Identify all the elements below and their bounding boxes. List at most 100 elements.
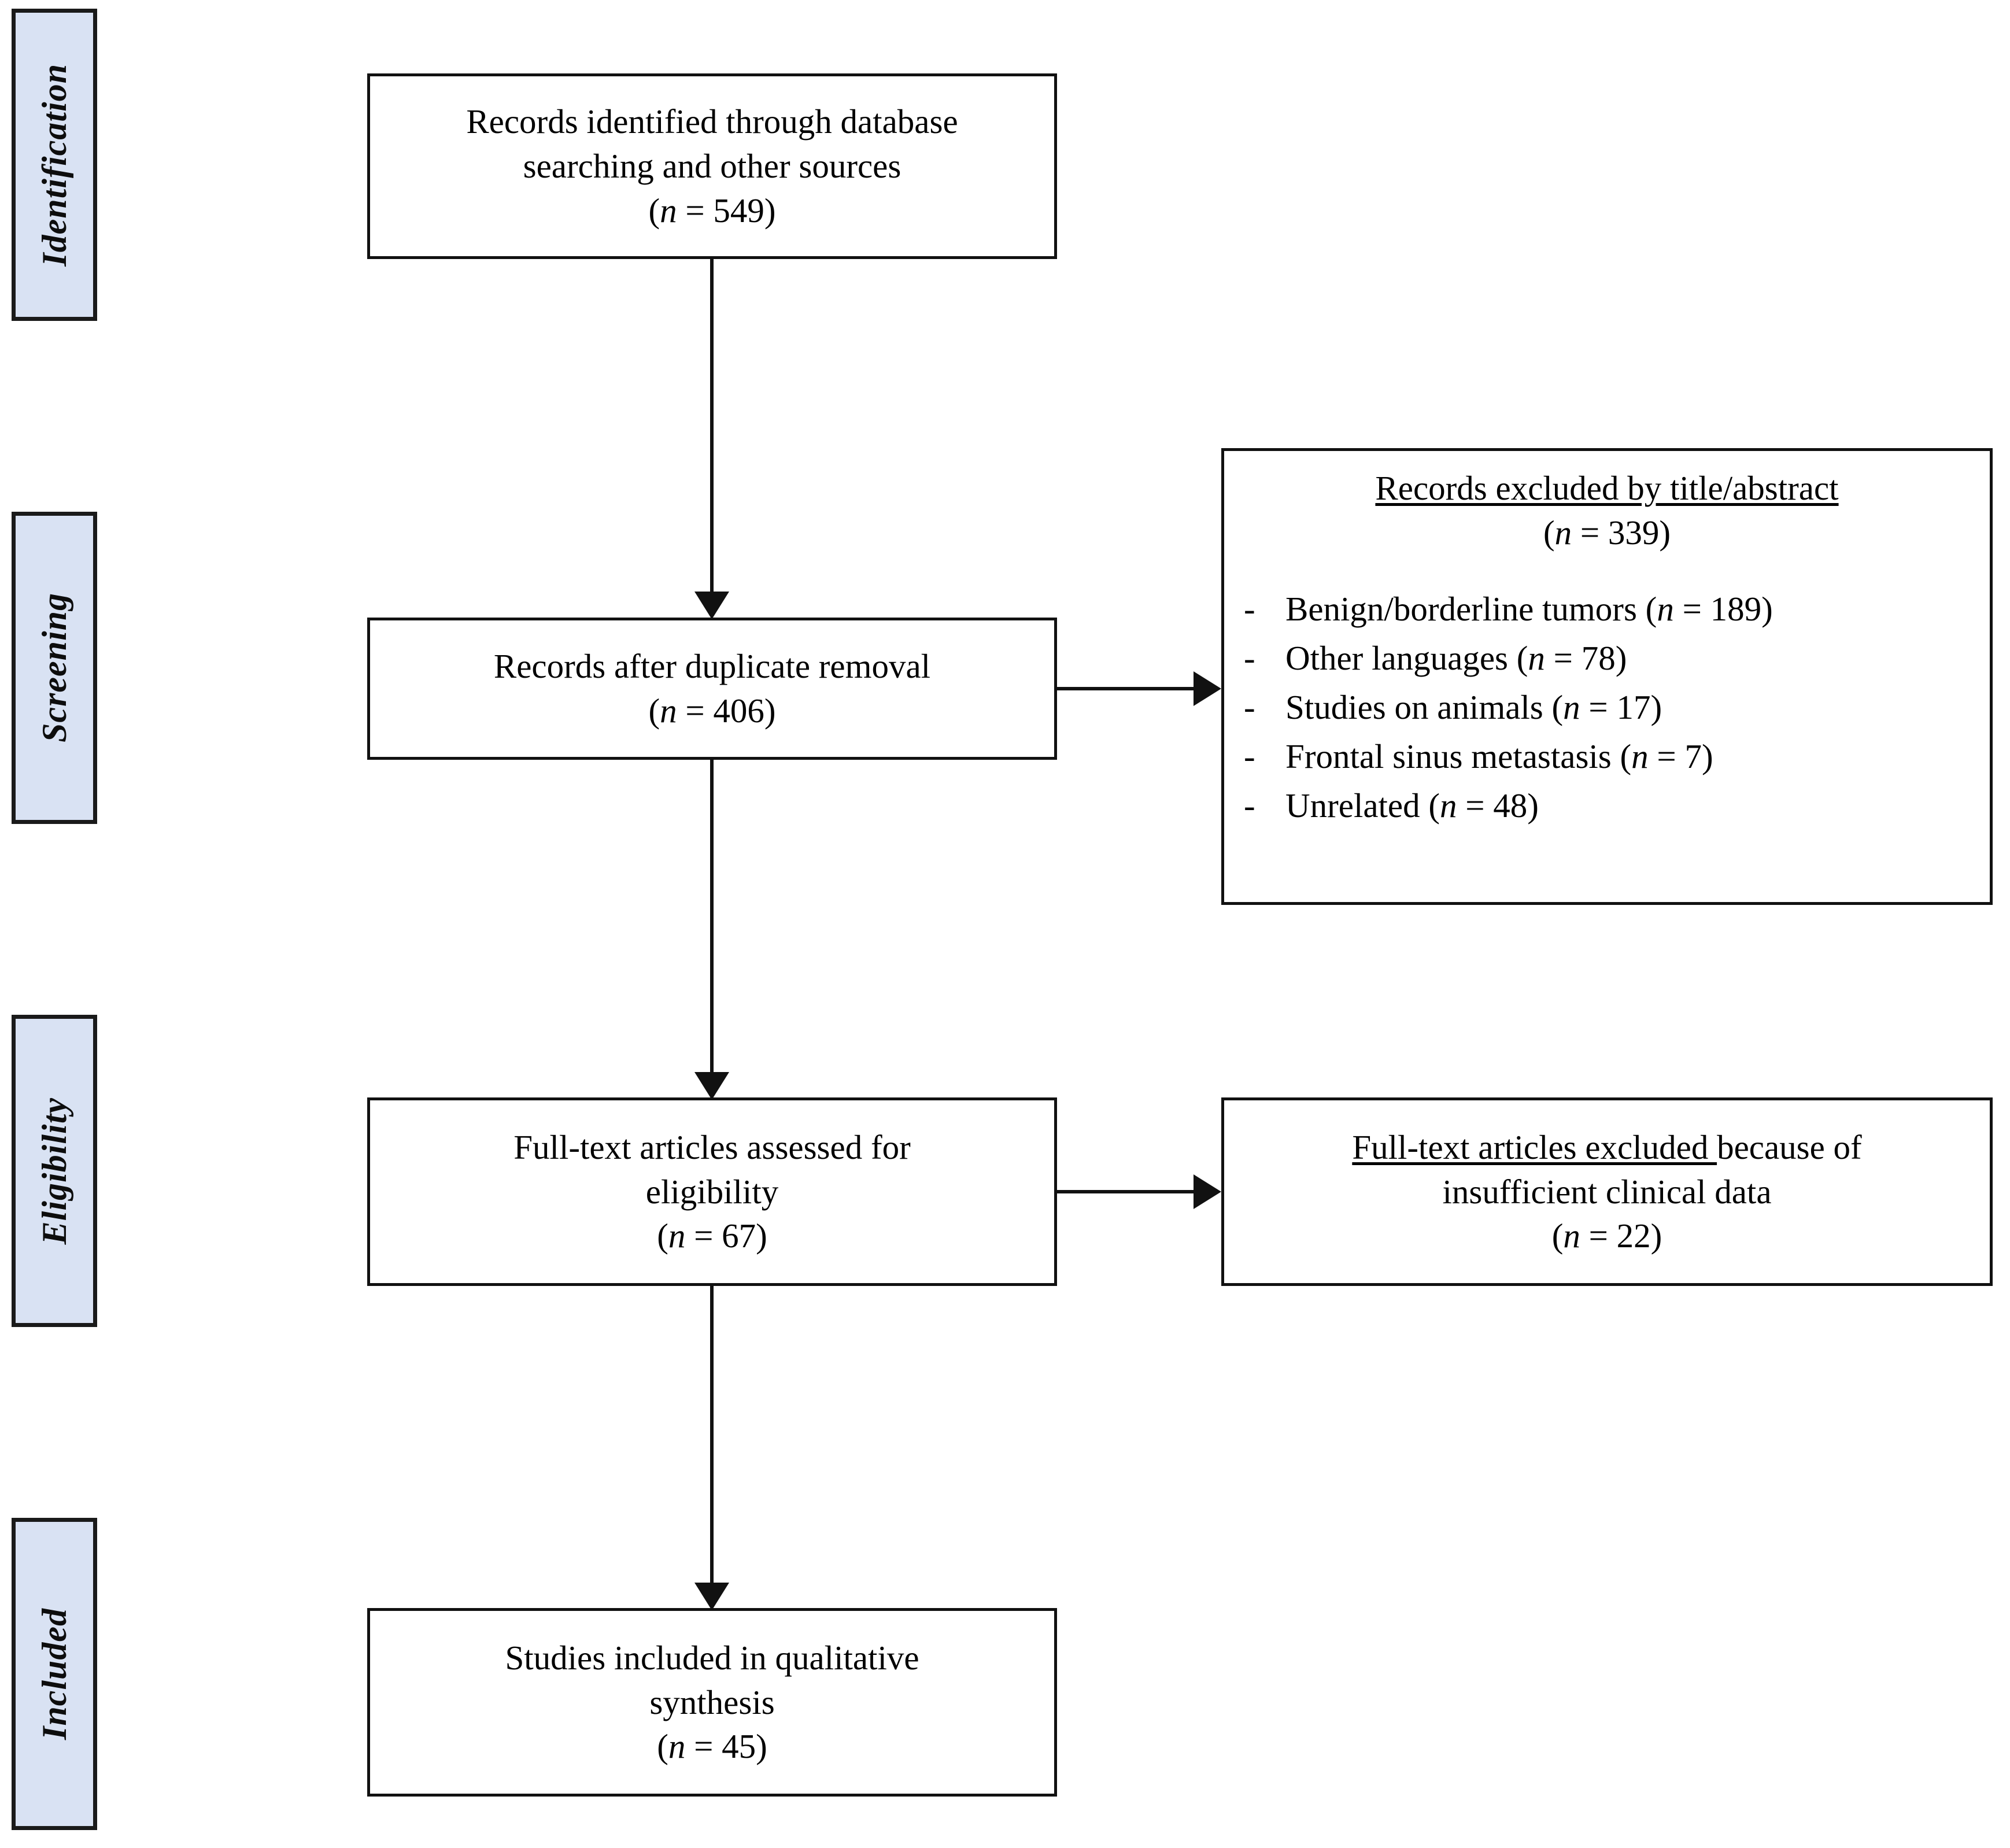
list-item: - Frontal sinus metastasis (n = 7) [1244,732,1970,781]
n-value: 17 [1616,688,1651,727]
equals-symbol: = [1457,786,1494,825]
equals-symbol: = [685,1727,722,1766]
paren-open: ( [1516,639,1528,678]
list-item: - Benign/borderline tumors (n = 189) [1244,585,1970,634]
box-records-identified: Records identified through database sear… [367,73,1057,259]
paren-close: ) [1650,1217,1662,1255]
connector-duplicates-to-excluded [1057,687,1196,690]
arrowhead-right-to-excluded [1194,671,1221,706]
connector-fulltext-to-fulltext-excluded [1057,1190,1196,1193]
equals-symbol: = [1648,737,1685,776]
paren-close: ) [764,692,776,730]
arrowhead-down-to-included [694,1583,729,1610]
paren-close: ) [1650,688,1662,727]
box-studies-included: Studies included in qualitative synthesi… [367,1608,1057,1797]
box-fulltext-excluded-line1-underlined: Full-text articles excluded [1352,1128,1717,1166]
bullet-dash: - [1244,737,1255,776]
box-records-excluded-count: (n = 339) [1244,511,1970,555]
box-studies-included-line2: synthesis [649,1683,775,1721]
paren-open: ( [1645,590,1657,629]
n-symbol: n [1657,590,1674,629]
box-fulltext-excluded-count: (n = 22) [1552,1214,1662,1258]
box-fulltext-assessed-line1: Full-text articles assessed for [513,1128,911,1166]
exclusion-reason-list: - Benign/borderline tumors (n = 189) - O… [1244,585,1970,830]
box-records-excluded-heading-block: Records excluded by title/abstract [1244,466,1970,511]
n-symbol: n [660,692,677,730]
box-records-excluded-heading: Records excluded by title/abstract [1375,469,1839,507]
reason-label: Benign/borderline tumors [1285,590,1637,629]
reason-label: Frontal sinus metastasis [1285,737,1612,776]
n-value: 406 [713,692,764,730]
n-symbol: n [668,1217,686,1255]
list-item-text: Frontal sinus metastasis (n = 7) [1285,732,1713,781]
n-value: 22 [1616,1217,1651,1255]
box-records-after-duplicates-line1: Records after duplicate removal [493,647,931,686]
paren-open: ( [1620,737,1632,776]
box-fulltext-excluded-line1-rest: because of [1717,1128,1862,1166]
n-symbol: n [1554,513,1572,552]
n-symbol: n [668,1727,686,1766]
n-symbol: n [1563,1217,1580,1255]
equals-symbol: = [677,191,714,230]
paren-close: ) [1615,639,1627,678]
stage-label-eligibility-text: Eligibility [35,1097,73,1245]
bullet-dash: - [1244,590,1255,629]
equals-symbol: = [1673,590,1710,629]
n-value: 549 [713,191,764,230]
equals-symbol: = [1580,1217,1617,1255]
n-symbol: n [1528,639,1545,678]
paren-open: ( [1551,1217,1564,1255]
paren-open: ( [648,191,660,230]
box-studies-included-count: (n = 45) [657,1724,767,1769]
box-records-identified-line1: Records identified through database [466,102,958,141]
arrowhead-down-to-fulltext [694,1072,729,1100]
paren-close: ) [1761,590,1773,629]
list-item-text: Other languages (n = 78) [1285,634,1627,683]
stage-label-screening: Screening [12,512,97,824]
list-item: - Studies on animals (n = 17) [1244,683,1970,732]
connector-duplicates-to-fulltext [710,760,714,1072]
paren-close: ) [756,1727,767,1766]
box-fulltext-assessed-line2: eligibility [645,1172,779,1211]
n-value: 339 [1608,513,1660,552]
paren-open: ( [1551,688,1564,727]
box-fulltext-assessed-count: (n = 67) [657,1214,767,1258]
arrowhead-down-to-duplicates [694,592,729,619]
spacer [1244,555,1970,585]
paren-open: ( [1428,786,1440,825]
reason-label: Studies on animals [1285,688,1543,727]
connector-fulltext-to-included [710,1286,714,1583]
paren-close: ) [1701,737,1713,776]
list-item-text: Unrelated (n = 48) [1285,781,1539,830]
list-item: - Other languages (n = 78) [1244,634,1970,683]
n-symbol: n [1440,786,1457,825]
equals-symbol: = [1580,688,1617,727]
equals-symbol: = [685,1217,722,1255]
paren-open: ( [657,1727,668,1766]
list-item-text: Benign/borderline tumors (n = 189) [1285,585,1773,634]
box-records-identified-line2: searching and other sources [523,147,901,186]
n-value: 78 [1581,639,1616,678]
n-symbol: n [1631,737,1649,776]
n-symbol: n [1563,688,1580,727]
connector-identified-to-duplicates [710,259,714,592]
list-item: - Unrelated (n = 48) [1244,781,1970,830]
reason-label: Unrelated [1285,786,1420,825]
paren-open: ( [1543,513,1555,552]
list-item-text: Studies on animals (n = 17) [1285,683,1662,732]
paren-close: ) [1659,513,1671,552]
paren-open: ( [648,692,660,730]
box-fulltext-excluded-line1: Full-text articles excluded because of [1352,1125,1861,1170]
box-fulltext-assessed: Full-text articles assessed for eligibil… [367,1097,1057,1286]
reason-label: Other languages [1285,639,1508,678]
box-fulltext-excluded-line2: insufficient clinical data [1442,1172,1772,1211]
bullet-dash: - [1244,639,1255,678]
box-studies-included-line1: Studies included in qualitative [505,1638,919,1677]
equals-symbol: = [1545,639,1582,678]
n-value: 67 [722,1217,756,1255]
n-value: 48 [1493,786,1528,825]
n-value: 45 [722,1727,756,1766]
box-records-identified-count: (n = 549) [648,189,775,233]
stage-label-included: Included [12,1518,97,1830]
